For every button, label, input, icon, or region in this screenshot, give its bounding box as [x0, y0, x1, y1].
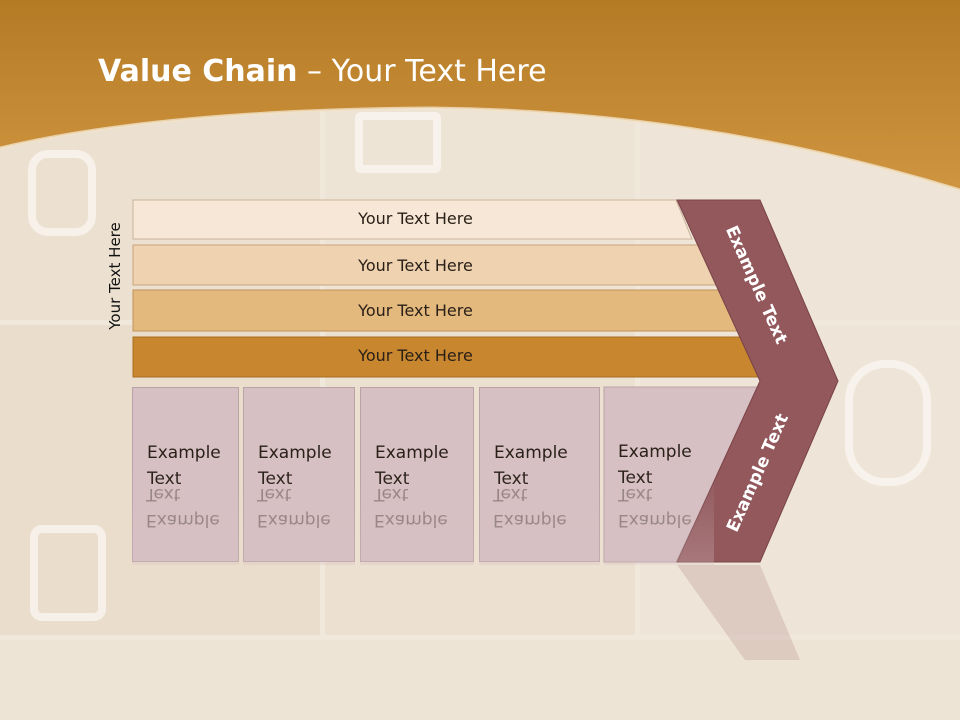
last-box-shape	[603, 386, 761, 563]
cookie-cutter-shape	[28, 150, 96, 236]
activity-box-label: Example Text	[494, 443, 568, 489]
activity-box-4: Example Text	[479, 387, 600, 562]
cookie-cutter-shape	[845, 360, 931, 486]
reflection-text: Example Text	[493, 484, 567, 530]
cookie-cutter-shape	[30, 525, 106, 621]
box-reflection: Example Text	[360, 470, 474, 565]
activity-box-2: Example Text	[243, 387, 355, 562]
box-reflection: Example Text	[479, 470, 600, 565]
title-bold: Value Chain	[98, 54, 298, 89]
bar-label-4: Your Text Here	[358, 346, 473, 365]
reflection-text: Example Text	[146, 484, 220, 530]
box-reflection: Example Text	[132, 470, 239, 565]
activity-box-1: Example Text	[132, 387, 239, 562]
bar-label-2: Your Text Here	[358, 256, 473, 275]
bar-shape-1	[132, 199, 693, 240]
background-photo-tile	[0, 640, 960, 720]
activity-box-label: Example Text	[258, 443, 332, 489]
header-band	[0, 0, 960, 192]
slide-title: Value Chain – Your Text Here	[98, 52, 547, 92]
reflection-text: Example Text	[374, 484, 448, 530]
reflection-text: Example Text	[257, 484, 331, 530]
bar-label-1: Your Text Here	[358, 209, 473, 228]
chevron-arrow	[676, 199, 839, 563]
activity-box-5: Example Text	[604, 387, 714, 562]
activity-box-label: Example Text	[147, 443, 221, 489]
cookie-cutter-shape	[355, 112, 441, 173]
activity-box-label: Example Text	[618, 442, 692, 488]
activity-box-3: Example Text	[360, 387, 474, 562]
activity-box-label: Example Text	[375, 443, 449, 489]
box-reflection: Example Text	[243, 470, 355, 565]
title-rest: – Your Text Here	[297, 54, 547, 89]
bar-label-3: Your Text Here	[358, 301, 473, 320]
chevron-reflection	[677, 565, 800, 660]
reflection-text: Example Text	[618, 484, 692, 530]
box-reflection: Example Text	[604, 470, 714, 565]
